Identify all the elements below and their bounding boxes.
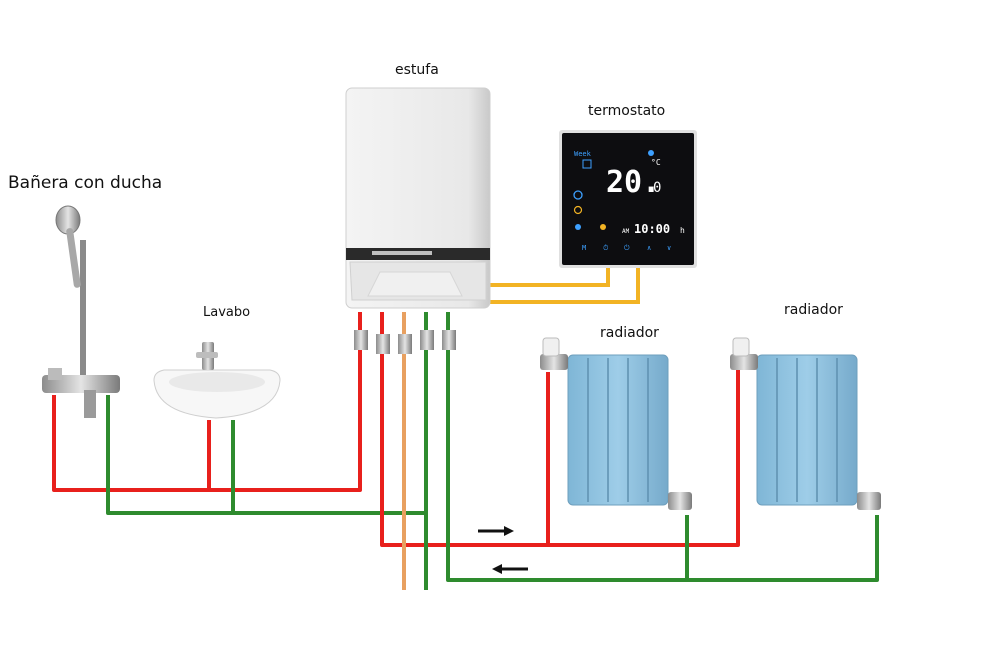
flow-arrow-left bbox=[492, 564, 528, 574]
thermostat-button-down[interactable]: ∨ bbox=[667, 244, 671, 252]
hot-pipe-heating bbox=[380, 312, 740, 547]
flow-arrow-right bbox=[478, 526, 514, 536]
sink-label: Lavabo bbox=[203, 305, 251, 320]
radiator-2-label: radiador bbox=[784, 302, 843, 318]
pipes bbox=[52, 312, 879, 590]
return-pipe-taps bbox=[106, 395, 426, 515]
thermostat-button-timer[interactable]: ⏱ bbox=[603, 244, 609, 252]
radiator-2 bbox=[730, 337, 881, 510]
radiator-1-label: radiador bbox=[600, 325, 659, 341]
clock-icon bbox=[573, 205, 583, 215]
thermostat-label: termostato bbox=[588, 103, 666, 119]
shower bbox=[42, 205, 120, 418]
flame-icon bbox=[575, 224, 581, 230]
thermostat-time: 10:00 bbox=[634, 222, 670, 236]
boiler-label: estufa bbox=[395, 62, 439, 78]
thermostat-temperature-decimal: 0 bbox=[653, 180, 661, 196]
thermostat-button-up[interactable]: ∧ bbox=[647, 244, 651, 252]
settings-icon bbox=[648, 150, 654, 156]
thermostat-mode-label: Week bbox=[574, 150, 592, 158]
thermostat-temperature: 20. bbox=[606, 165, 660, 200]
sink bbox=[153, 342, 281, 419]
boiler bbox=[345, 87, 491, 354]
return-pipe-heating bbox=[446, 312, 879, 582]
thermostat-button-mode[interactable]: M bbox=[582, 244, 586, 252]
wifi-icon bbox=[573, 190, 583, 200]
shower-label: Bañera con ducha bbox=[8, 173, 163, 193]
radiator-1 bbox=[540, 337, 692, 510]
thermostat-am-pm: AM bbox=[622, 228, 630, 235]
thermostat-time-unit: h bbox=[680, 226, 685, 235]
thermostat-button-power[interactable]: ⏻ bbox=[624, 244, 630, 252]
sun-icon bbox=[600, 224, 606, 230]
thermostat: Week 20. 0 °C AM 10:00 h M ⏱ ⏻ ∧ ∨ bbox=[559, 130, 697, 268]
house-icon bbox=[582, 159, 592, 169]
thermostat-temperature-unit: °C bbox=[651, 158, 661, 167]
